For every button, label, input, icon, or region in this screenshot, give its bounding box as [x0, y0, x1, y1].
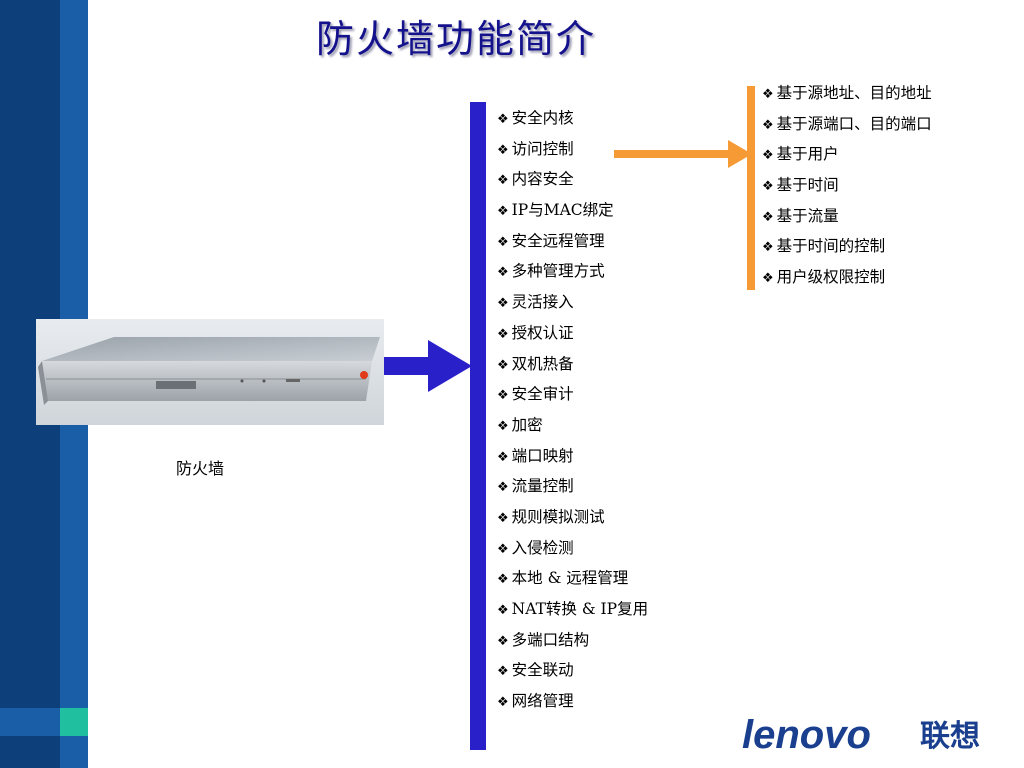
bullet-icon: ❖	[497, 449, 509, 465]
bullet-icon: ❖	[497, 296, 509, 312]
list-item: ❖NAT转换 & IP复用	[497, 594, 648, 625]
bullet-icon: ❖	[762, 148, 774, 164]
bullet-icon: ❖	[497, 234, 509, 250]
feature-label: 端口映射	[511, 446, 574, 465]
bullet-icon: ❖	[762, 209, 774, 225]
bullet-icon: ❖	[497, 388, 509, 404]
bullet-icon: ❖	[497, 510, 509, 526]
feature-label: 网络管理	[511, 692, 574, 711]
list-item: ❖授权认证	[497, 318, 648, 349]
bullet-icon: ❖	[762, 87, 774, 102]
slide-title: 防火墙功能简介	[316, 17, 597, 61]
bullet-icon: ❖	[497, 265, 509, 281]
list-item: ❖规则模拟测试	[497, 502, 648, 533]
bullet-icon: ❖	[497, 204, 509, 220]
list-item: ❖多种管理方式	[497, 256, 648, 287]
feature-label: 多种管理方式	[511, 262, 605, 281]
feature-label: 多端口结构	[511, 630, 590, 649]
list-item: ❖安全审计	[497, 379, 648, 410]
list-item: ❖双机热备	[497, 349, 648, 380]
bullet-icon: ❖	[497, 541, 509, 557]
list-item: ❖安全内核	[497, 103, 648, 134]
list-item: ❖流量控制	[497, 471, 648, 502]
list-item: ❖基于流量	[762, 201, 932, 232]
device-caption: 防火墙	[176, 459, 225, 478]
bullet-icon: ❖	[497, 480, 509, 496]
bullet-icon: ❖	[497, 173, 509, 189]
feature-label: 双机热备	[511, 354, 574, 373]
logo-brand-cn-text: 联想	[920, 719, 980, 754]
bullet-icon: ❖	[497, 695, 509, 711]
bullet-icon: ❖	[497, 664, 509, 680]
bullet-icon: ❖	[762, 117, 774, 133]
list-item: ❖访问控制	[497, 134, 648, 165]
bullet-icon: ❖	[497, 603, 509, 618]
list-item: ❖用户级权限控制	[762, 262, 932, 293]
bullet-icon: ❖	[497, 572, 509, 588]
feature-label: 内容安全	[511, 170, 574, 189]
orange-arrow	[614, 140, 752, 168]
detail-label: 基于源地址、目的地址	[776, 84, 932, 102]
bullet-icon: ❖	[497, 633, 509, 649]
feature-label: 安全联动	[511, 661, 574, 680]
list-item: ❖入侵检测	[497, 533, 648, 564]
bullet-icon: ❖	[762, 271, 774, 287]
list-item: ❖基于源地址、目的地址	[762, 78, 932, 109]
logo-brand-text: lenovo	[742, 713, 871, 757]
bullet-icon: ❖	[497, 112, 509, 127]
list-item: ❖安全联动	[497, 655, 648, 686]
main-feature-list: ❖安全内核 ❖访问控制 ❖内容安全 ❖IP与MAC绑定 ❖安全远程管理 ❖多种管…	[497, 103, 648, 717]
detail-label: 基于用户	[776, 145, 839, 164]
list-item: ❖内容安全	[497, 164, 648, 195]
detail-label: 用户级权限控制	[776, 268, 886, 287]
sidebar-green-square	[60, 708, 88, 736]
list-item: ❖本地 & 远程管理	[497, 563, 648, 594]
list-item: ❖基于时间	[762, 170, 932, 201]
sidebar-blue-block	[0, 708, 60, 736]
main-features-bar	[470, 102, 486, 750]
bullet-icon: ❖	[497, 418, 509, 434]
feature-label: 加密	[511, 415, 543, 434]
detail-label: 基于流量	[776, 206, 839, 225]
feature-label: IP与MAC绑定	[511, 201, 614, 220]
feature-label: 安全内核	[511, 109, 574, 127]
feature-label: 灵活接入	[511, 293, 574, 312]
bullet-icon: ❖	[762, 240, 774, 256]
feature-label: 入侵检测	[511, 538, 574, 557]
list-item: ❖网络管理	[497, 686, 648, 717]
feature-label: 授权认证	[511, 323, 574, 342]
list-item: ❖基于用户	[762, 139, 932, 170]
list-item: ❖多端口结构	[497, 625, 648, 656]
feature-label: 本地 & 远程管理	[511, 569, 629, 588]
list-item: ❖IP与MAC绑定	[497, 195, 648, 226]
feature-label: 规则模拟测试	[511, 507, 605, 526]
list-item: ❖安全远程管理	[497, 226, 648, 257]
list-item: ❖加密	[497, 410, 648, 441]
feature-label: NAT转换 & IP复用	[511, 600, 649, 618]
list-item: ❖基于时间的控制	[762, 231, 932, 262]
firewall-device-image	[36, 319, 384, 425]
detail-label: 基于源端口、目的端口	[776, 114, 932, 133]
detail-label: 基于时间	[776, 176, 839, 195]
blue-arrow	[384, 340, 472, 392]
feature-label: 流量控制	[511, 477, 574, 496]
feature-label: 访问控制	[511, 139, 574, 158]
list-item: ❖灵活接入	[497, 287, 648, 318]
bullet-icon: ❖	[497, 357, 509, 373]
access-control-detail-list: ❖基于源地址、目的地址 ❖基于源端口、目的端口 ❖基于用户 ❖基于时间 ❖基于流…	[762, 78, 932, 293]
feature-label: 安全远程管理	[511, 231, 605, 250]
feature-label: 安全审计	[511, 385, 574, 404]
list-item: ❖基于源端口、目的端口	[762, 109, 932, 140]
bullet-icon: ❖	[762, 179, 774, 195]
detail-label: 基于时间的控制	[776, 237, 886, 256]
list-item: ❖端口映射	[497, 441, 648, 472]
bullet-icon: ❖	[497, 326, 509, 342]
bullet-icon: ❖	[497, 142, 509, 158]
lenovo-logo: lenovo 联想	[742, 713, 980, 757]
access-control-details-bar	[747, 86, 755, 290]
